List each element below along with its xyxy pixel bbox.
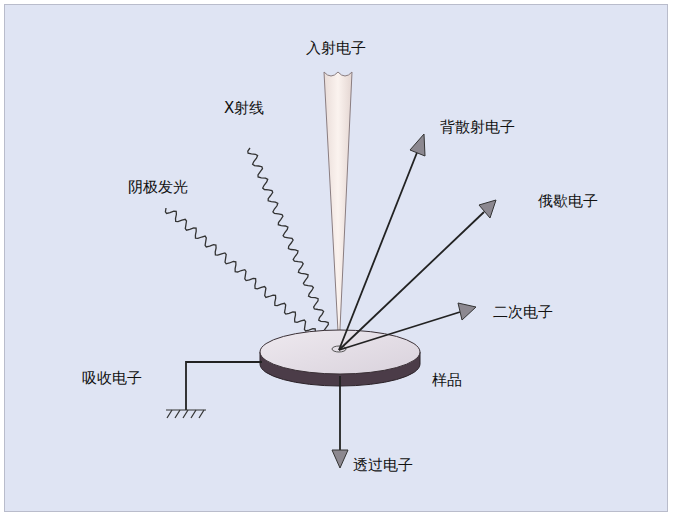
secondary-line <box>339 312 460 350</box>
xray-label: X射线 <box>224 99 264 117</box>
backscatter-label: 背散射电子 <box>440 118 515 136</box>
arrow-head <box>479 200 496 218</box>
xray-wave <box>248 148 335 346</box>
electron-rays <box>186 150 484 452</box>
auger-line <box>339 212 484 350</box>
cathodoluminescence-label: 阴极发光 <box>128 178 188 196</box>
backscatter-line <box>339 150 418 350</box>
incident-electron-label: 入射电子 <box>306 39 366 57</box>
auger-label: 俄歇电子 <box>538 192 598 210</box>
secondary-label: 二次电子 <box>493 303 553 321</box>
transmitted-line <box>339 376 341 452</box>
ground-symbol <box>166 410 206 418</box>
arrow-head <box>410 134 425 156</box>
sample-disk <box>260 330 420 374</box>
transmitted-label: 透过电子 <box>353 456 413 474</box>
cathodoluminescence-wave <box>165 208 335 349</box>
sample-label: 样品 <box>432 371 462 389</box>
absorbed-label: 吸收电子 <box>82 369 142 387</box>
arrow-head <box>458 303 476 320</box>
incident-beam <box>324 72 352 350</box>
absorbed-wire <box>186 362 262 410</box>
arrow-head <box>332 450 348 468</box>
arrow-heads <box>332 134 496 468</box>
